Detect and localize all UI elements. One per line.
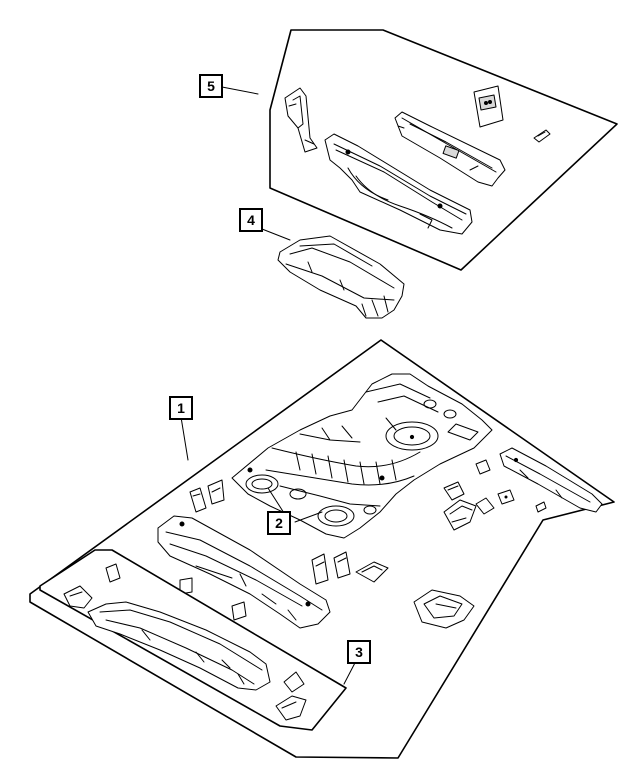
leader-line-4 bbox=[261, 228, 291, 241]
small-plate-part bbox=[473, 85, 504, 128]
callout-label: 4 bbox=[247, 212, 255, 228]
front-crossmember-part bbox=[157, 515, 331, 629]
leader-line-2a bbox=[267, 487, 285, 514]
group-3-rail bbox=[87, 601, 271, 691]
leader-line-5 bbox=[221, 86, 259, 95]
tiny-clip-part bbox=[535, 501, 547, 513]
group-3-bracket-left bbox=[63, 585, 93, 609]
small-cover-part bbox=[355, 561, 389, 583]
group-3-plate bbox=[105, 563, 121, 583]
callout-2: 2 bbox=[267, 511, 291, 535]
bracket-part-h bbox=[475, 497, 495, 515]
group-3-bracket-right bbox=[283, 671, 305, 693]
floor-pan-part bbox=[231, 373, 493, 539]
callout-1: 1 bbox=[169, 396, 193, 420]
upper-crossmember-part bbox=[394, 111, 506, 187]
callout-label: 3 bbox=[355, 644, 363, 660]
callout-label: 5 bbox=[207, 78, 215, 94]
large-cover-part bbox=[413, 589, 475, 629]
bracket-part-g bbox=[443, 499, 477, 531]
side-rail-part bbox=[499, 447, 603, 513]
bracket-part-c bbox=[311, 553, 329, 585]
group-3-panel bbox=[39, 549, 347, 731]
callout-4: 4 bbox=[239, 208, 263, 232]
rear-crossmember-part bbox=[324, 133, 473, 235]
bracket-part-a bbox=[189, 487, 207, 513]
group-3-bracket-lower bbox=[275, 695, 307, 721]
callout-label: 2 bbox=[275, 515, 283, 531]
callout-label: 1 bbox=[177, 400, 185, 416]
group-1-panel bbox=[29, 339, 615, 759]
group-5-panel bbox=[269, 29, 618, 271]
callout-3: 3 bbox=[347, 640, 371, 664]
bracket-part-d bbox=[333, 551, 351, 579]
leader-line-2b bbox=[294, 511, 323, 523]
clip-part-a bbox=[475, 459, 491, 475]
group-4-part bbox=[277, 235, 405, 319]
leader-line-1 bbox=[180, 416, 189, 461]
square-plate-part bbox=[497, 489, 515, 505]
pillar-bracket-part bbox=[284, 87, 318, 153]
callout-5: 5 bbox=[199, 74, 223, 98]
leader-lines bbox=[180, 86, 358, 685]
clip-part-b bbox=[443, 481, 465, 501]
bracket-part-f bbox=[231, 601, 247, 621]
bracket-part-b bbox=[207, 479, 225, 505]
small-clip-part bbox=[533, 129, 551, 143]
